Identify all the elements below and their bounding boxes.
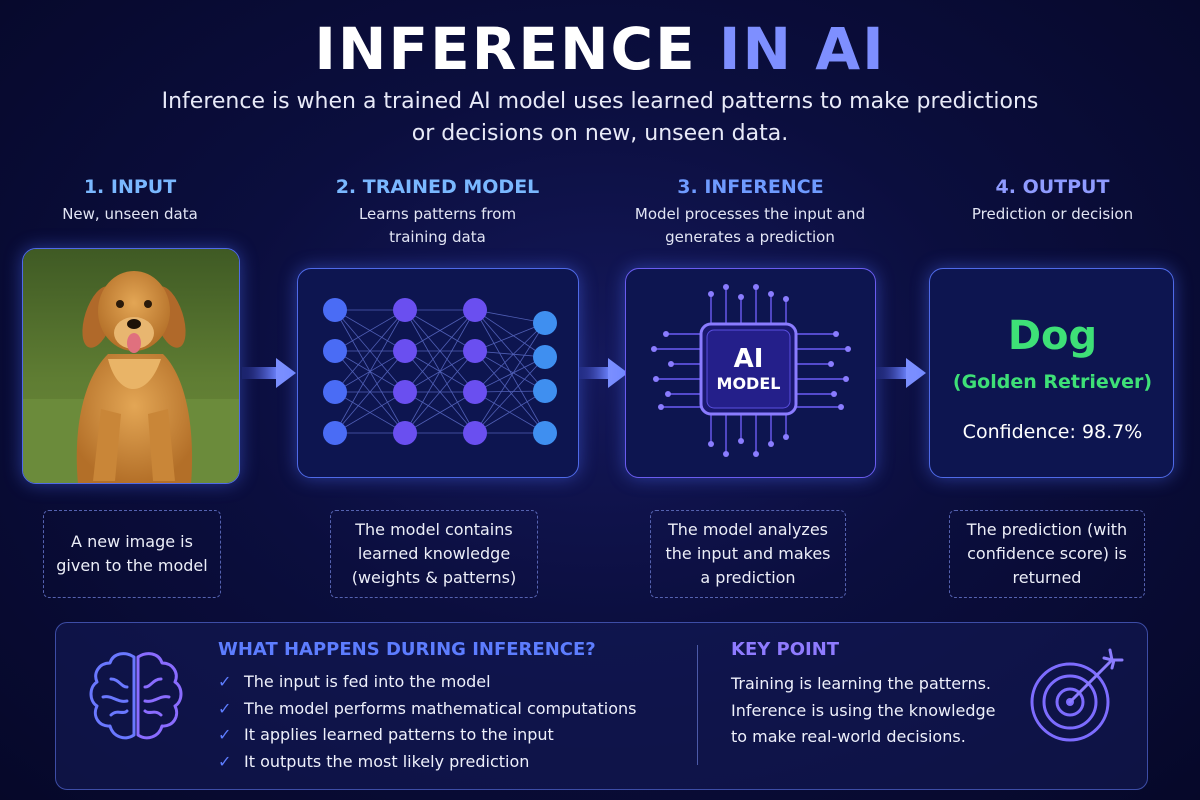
step-1-desc: New, unseen data	[62, 205, 198, 223]
page-title: INFERENCE IN AI	[0, 14, 1200, 84]
arrow-inference-to-output	[876, 356, 928, 390]
page-subtitle: Inference is when a trained AI model use…	[161, 89, 1039, 146]
trained-model-card	[297, 268, 579, 478]
what-happens-title: WHAT HAPPENS DURING INFERENCE?	[218, 639, 596, 660]
key-point-line-3: to make real-world decisions.	[731, 727, 966, 746]
step-1-title: 1. INPUT	[83, 176, 177, 198]
check-icon: ✓	[218, 698, 232, 718]
key-point-title: KEY POINT	[731, 639, 840, 660]
step-3-title: 3. INFERENCE	[677, 176, 824, 198]
arrow-input-to-model	[242, 356, 298, 390]
key-point-line-1: Training is learning the patterns.	[731, 674, 991, 693]
ai-chip-icon	[651, 284, 851, 457]
chip-label-model: MODEL	[716, 374, 781, 393]
chip-label-ai: AI	[733, 344, 764, 374]
panel-divider	[697, 645, 698, 765]
step-1-note: A new image is given to the model	[43, 510, 221, 598]
confidence-score: Confidence: 98.7%	[962, 421, 1143, 443]
step-2-desc: Learns patterns from training data	[358, 205, 517, 246]
input-image-card	[22, 248, 240, 484]
golden-retriever-photo	[23, 249, 239, 483]
list-item: ✓The input is fed into the model	[218, 669, 678, 696]
inference-card: AI MODEL	[625, 268, 876, 478]
prediction-sublabel: (Golden Retriever)	[952, 371, 1153, 393]
key-point-line-2: Inference is using the knowledge	[731, 700, 996, 720]
target-arrow-icon	[1024, 646, 1128, 754]
step-2-note: The model contains learned knowledge (we…	[330, 510, 538, 598]
list-item: ✓It outputs the most likely prediction	[218, 749, 678, 776]
brain-icon	[83, 645, 189, 755]
step-2-title: 2. TRAINED MODEL	[335, 176, 540, 198]
arrow-model-to-inference	[578, 356, 630, 390]
title-accent: IN AI	[718, 15, 886, 83]
neural-network-icon	[323, 298, 557, 445]
list-item: ✓It applies learned patterns to the inpu…	[218, 722, 678, 749]
check-icon: ✓	[218, 672, 232, 691]
what-happens-list: ✓The input is fed into the model ✓The mo…	[218, 669, 678, 775]
step-4-note: The prediction (with confidence score) i…	[949, 510, 1145, 598]
check-icon: ✓	[218, 725, 232, 744]
check-icon: ✓	[218, 751, 232, 771]
summary-panel	[55, 622, 1148, 790]
title-main: INFERENCE	[314, 15, 719, 83]
step-4-title: 4. OUTPUT	[995, 176, 1110, 198]
key-point-text: Training is learning the patterns. Infer…	[731, 671, 1021, 751]
prediction-label: Dog	[1007, 313, 1098, 359]
step-3-desc: Model processes the input and generates …	[634, 205, 866, 246]
step-3-note: The model analyzes the input and makes a…	[650, 510, 846, 598]
step-4-desc: Prediction or decision	[971, 205, 1134, 223]
list-item: ✓The model performs mathematical computa…	[218, 696, 678, 723]
output-card: Dog (Golden Retriever) Confidence: 98.7%	[929, 268, 1174, 478]
